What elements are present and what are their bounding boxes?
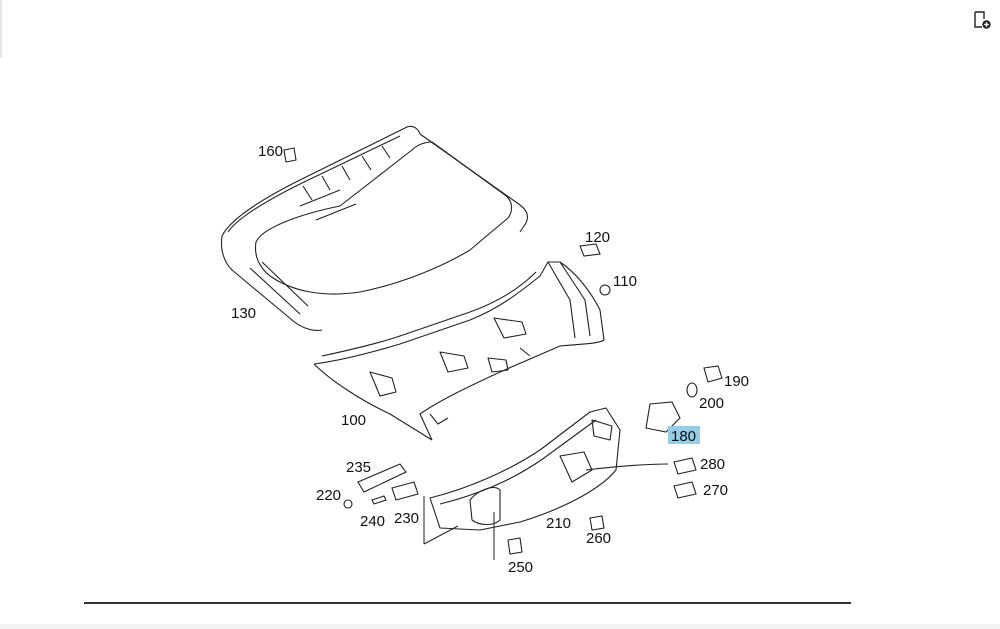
left-edge-divider	[0, 0, 2, 58]
part-label-100[interactable]: 100	[341, 412, 366, 429]
bottom-divider	[84, 602, 851, 604]
tailgate-lower-panel-drawing	[429, 407, 669, 531]
part-label-200[interactable]: 200	[699, 395, 724, 412]
part-label-240[interactable]: 240	[360, 513, 385, 530]
part-label-220[interactable]: 220	[316, 487, 341, 504]
part-label-230[interactable]: 230	[394, 510, 419, 527]
part-label-190[interactable]: 190	[724, 373, 749, 390]
part-label-210[interactable]: 210	[546, 515, 571, 532]
bottom-strip	[0, 624, 1000, 629]
part-label-110[interactable]: 110	[613, 273, 637, 290]
part-label-180[interactable]: 180	[671, 428, 696, 445]
small-parts-drawing	[283, 147, 723, 555]
document-add-icon[interactable]	[972, 10, 992, 30]
part-label-280[interactable]: 280	[700, 456, 725, 473]
leader-lines	[423, 496, 495, 560]
tailgate-upper-trim-drawing	[220, 125, 605, 441]
part-label-160[interactable]: 160	[258, 143, 283, 160]
part-label-130[interactable]: 130	[231, 305, 256, 322]
part-180-highlight	[668, 426, 700, 444]
part-label-250[interactable]: 250	[508, 559, 533, 576]
part-label-270[interactable]: 270	[703, 482, 728, 499]
part-label-235[interactable]: 235	[346, 459, 371, 476]
part-label-120[interactable]: 120	[585, 229, 610, 246]
part-label-260[interactable]: 260	[586, 530, 611, 547]
